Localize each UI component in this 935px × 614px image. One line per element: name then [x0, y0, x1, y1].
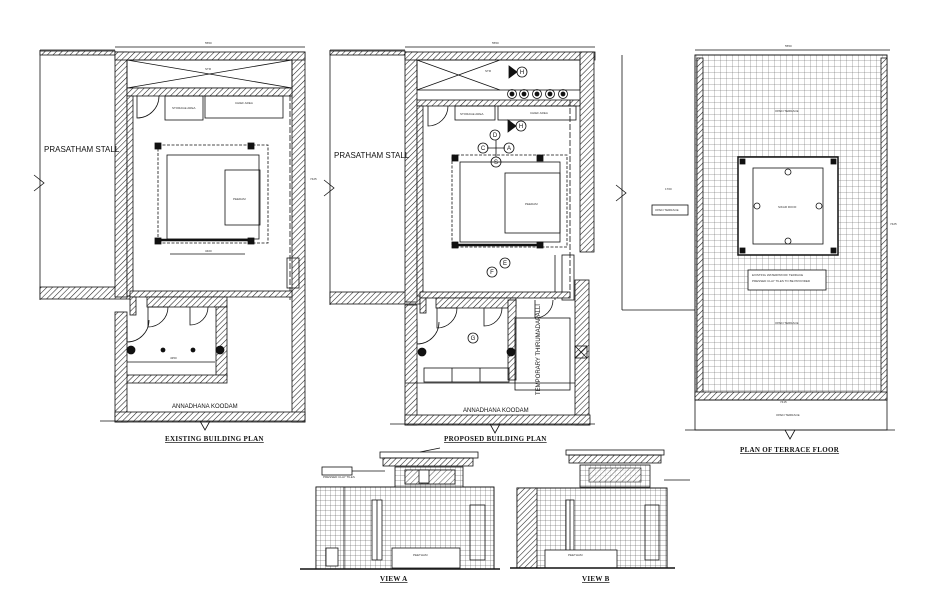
proposed-stall-label: PRASATHAM STALL	[334, 151, 410, 160]
svg-text:7415: 7415	[780, 400, 787, 404]
existing-stall-label: PRASATHAM STALL	[44, 145, 120, 154]
marker-c: C	[481, 146, 486, 152]
svg-text:STORAGE AREA: STORAGE AREA	[460, 112, 483, 116]
svg-text:SIKAR ROOF: SIKAR ROOF	[778, 205, 797, 209]
svg-text:PEETHAM: PEETHAM	[568, 553, 583, 557]
proposed-plan-title: PROPOSED BUILDING PLAN	[444, 435, 547, 443]
elevation-view-b: PEETHAM	[510, 449, 690, 569]
svg-text:PEETHAM: PEETHAM	[413, 553, 428, 557]
marker-h: H	[520, 70, 524, 76]
svg-text:CHIEF AREA: CHIEF AREA	[235, 101, 253, 105]
svg-text:5550: 5550	[205, 41, 212, 45]
existing-hall-label: ANNADHANA KOODAM	[172, 404, 238, 410]
svg-text:CHIEF AREA: CHIEF AREA	[530, 111, 548, 115]
svg-text:STORAGE AREA: STORAGE AREA	[172, 106, 195, 110]
proposed-hall-label: ANNADHANA KOODAM	[463, 408, 529, 414]
marker-a: A	[507, 146, 511, 152]
svg-text:PEEDAM: PEEDAM	[233, 197, 246, 201]
svg-text:3400: 3400	[205, 249, 212, 253]
svg-text:OPEN TERRACE: OPEN TERRACE	[775, 109, 799, 113]
svg-text:7425: 7425	[310, 177, 317, 181]
svg-text:4350: 4350	[170, 356, 177, 360]
view-a-title: VIEW A	[380, 575, 408, 583]
elevation-view-a: PEETHAM PRESSED CLAY TILES	[300, 447, 500, 570]
marker-f: F	[490, 270, 494, 276]
terrace-plan-title: PLAN OF TERRACE FLOOR	[740, 446, 840, 454]
marker-h-1: H	[519, 124, 523, 130]
svg-text:STR: STR	[485, 69, 492, 73]
svg-text:PRESSED CLAY TILES: PRESSED CLAY TILES	[323, 475, 355, 479]
svg-text:OPEN TERRACE: OPEN TERRACE	[776, 413, 800, 417]
view-b-title: VIEW B	[582, 575, 610, 583]
svg-text:5550: 5550	[785, 44, 792, 48]
marker-d: D	[493, 133, 498, 139]
svg-text:1700: 1700	[665, 187, 672, 191]
svg-text:7425: 7425	[890, 222, 897, 226]
existing-plan-title: EXISTING BUILDING PLAN	[165, 435, 264, 443]
terrace-floor-plan: 5550 SIKAR ROOF EXISTING WATERPROOF TERR…	[615, 44, 897, 440]
proposed-building-plan: 5550 STR STORAGE AREA CHIEF AREA	[323, 41, 596, 434]
existing-building-plan: 5550 STR STORAGE AREA CHIEF AREA PEEDAM	[33, 41, 317, 431]
svg-text:STR: STR	[205, 67, 212, 71]
proposed-markers: A C D E F G H H S	[471, 70, 525, 342]
marker-e: E	[503, 261, 507, 267]
svg-text:PEEDAM: PEEDAM	[525, 202, 538, 206]
marker-g: G	[471, 336, 476, 342]
svg-text:EXISTING WATERPROOF TERRACE: EXISTING WATERPROOF TERRACE	[752, 273, 803, 277]
svg-text:PRESSED CLAY TILES TO BE PROVI: PRESSED CLAY TILES TO BE PROVIDED	[752, 279, 811, 283]
svg-text:5550: 5550	[492, 41, 499, 45]
marker-s: S	[494, 160, 498, 166]
svg-text:OPEN TERRACE: OPEN TERRACE	[775, 321, 799, 325]
proposed-side-room-label: TEMPORARY THIRUMADAPALLI	[536, 304, 542, 395]
svg-text:OPEN TERRACE: OPEN TERRACE	[655, 208, 679, 212]
